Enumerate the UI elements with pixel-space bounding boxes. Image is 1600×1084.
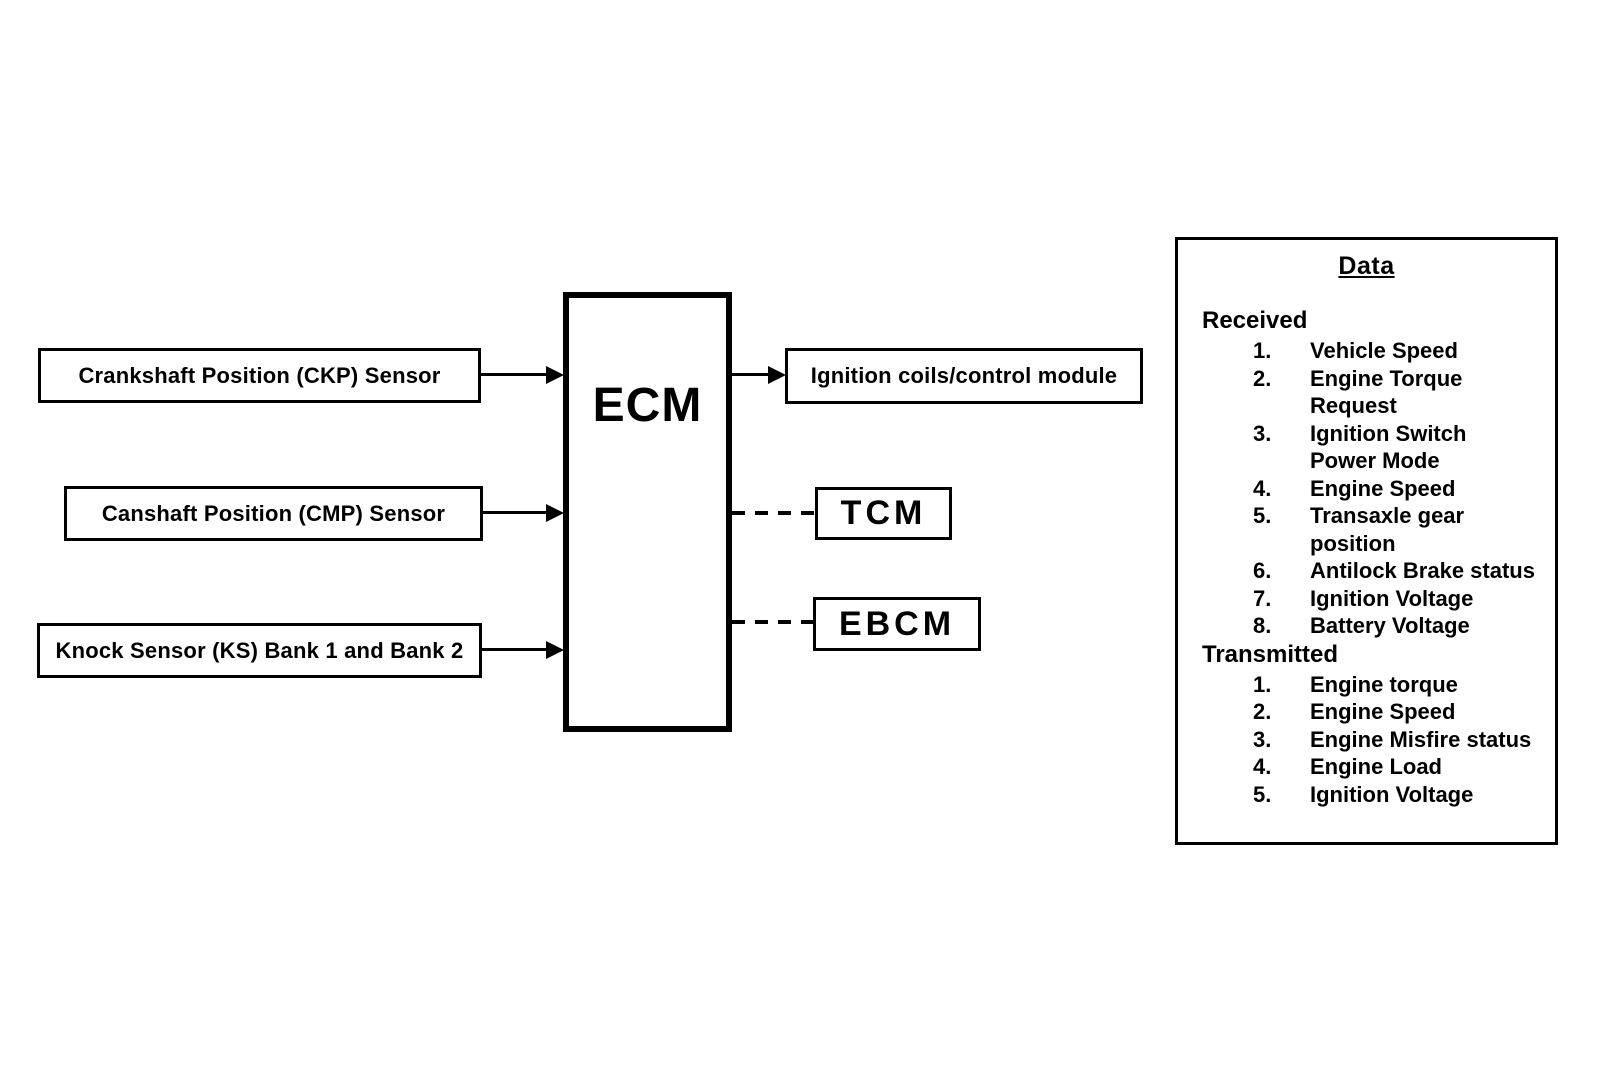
transmitted-heading: Transmitted bbox=[1202, 640, 1339, 668]
received-heading: Received bbox=[1202, 307, 1308, 334]
received-item: 7. Ignition Voltage bbox=[1253, 585, 1555, 613]
item-number: 3. bbox=[1253, 726, 1272, 752]
received-list: 1. Vehicle Speed 2. Engine Torque Reques… bbox=[1178, 337, 1555, 640]
ckp-arrowhead-icon bbox=[546, 366, 564, 384]
tcm-label: TCM bbox=[840, 494, 927, 532]
received-item: 2. Engine Torque Request bbox=[1253, 365, 1555, 420]
ecm-to-ignition-line bbox=[732, 373, 770, 376]
item-text: Transaxle gear position bbox=[1310, 503, 1465, 556]
item-text: Engine Load bbox=[1310, 754, 1442, 779]
received-item: 4. Engine Speed bbox=[1253, 475, 1555, 503]
data-box: Data Received 1. Vehicle Speed 2. Engine… bbox=[1175, 237, 1558, 845]
input-box-ckp-sensor: Crankshaft Position (CKP) Sensor bbox=[38, 348, 481, 403]
cmp-to-ecm-line bbox=[483, 511, 547, 514]
ecm-box: ECM bbox=[563, 292, 732, 732]
cmp-arrowhead-icon bbox=[546, 504, 564, 522]
ignition-coils-label: Ignition coils/control module bbox=[810, 363, 1118, 388]
item-number: 1. bbox=[1253, 671, 1272, 697]
item-text: Ignition Switch Power Mode bbox=[1310, 420, 1467, 474]
transmitted-item: 3. Engine Misfire status bbox=[1253, 726, 1555, 754]
ebcm-label: EBCM bbox=[838, 604, 956, 643]
received-item: 3. Ignition Switch Power Mode bbox=[1253, 420, 1555, 475]
item-number: 5. bbox=[1253, 503, 1272, 528]
item-number: 2. bbox=[1253, 699, 1272, 724]
item-text: Ignition Voltage bbox=[1310, 781, 1474, 807]
item-number: 2. bbox=[1253, 365, 1272, 391]
item-number: 8. bbox=[1253, 613, 1272, 638]
transmitted-item: 5. Ignition Voltage bbox=[1253, 781, 1555, 809]
item-number: 6. bbox=[1253, 558, 1272, 583]
ckp-to-ecm-line bbox=[481, 373, 547, 376]
ecm-to-ebcm-dashed-line bbox=[732, 620, 813, 624]
output-box-ignition-coils: Ignition coils/control module bbox=[785, 348, 1143, 404]
received-item: 1. Vehicle Speed bbox=[1253, 337, 1555, 365]
input-box-cmp-sensor: Canshaft Position (CMP) Sensor bbox=[64, 486, 483, 541]
ignition-arrowhead-icon bbox=[768, 366, 786, 384]
ecm-to-tcm-dashed-line bbox=[732, 511, 815, 515]
item-number: 5. bbox=[1253, 781, 1272, 807]
item-number: 3. bbox=[1253, 420, 1272, 446]
item-text: Engine Misfire status bbox=[1310, 726, 1532, 752]
received-item: 5. Transaxle gear position bbox=[1253, 502, 1555, 557]
ckp-sensor-label: Crankshaft Position (CKP) Sensor bbox=[78, 362, 441, 388]
item-text: Engine Speed bbox=[1310, 699, 1456, 724]
transmitted-item: 1. Engine torque bbox=[1253, 671, 1555, 699]
item-number: 7. bbox=[1253, 585, 1272, 611]
cmp-sensor-label: Canshaft Position (CMP) Sensor bbox=[101, 500, 446, 526]
ks-arrowhead-icon bbox=[546, 641, 564, 659]
ks-to-ecm-line bbox=[482, 648, 547, 651]
knock-sensor-label: Knock Sensor (KS) Bank 1 and Bank 2 bbox=[55, 637, 464, 663]
item-text: Antilock Brake status bbox=[1310, 558, 1535, 583]
transmitted-item: 2. Engine Speed bbox=[1253, 698, 1555, 726]
item-number: 4. bbox=[1253, 754, 1272, 779]
received-item: 8. Battery Voltage bbox=[1253, 612, 1555, 640]
received-item: 6. Antilock Brake status bbox=[1253, 557, 1555, 585]
output-box-tcm: TCM bbox=[815, 487, 952, 540]
item-number: 4. bbox=[1253, 475, 1272, 501]
output-box-ebcm: EBCM bbox=[813, 597, 981, 651]
item-text: Vehicle Speed bbox=[1310, 338, 1458, 363]
item-text: Ignition Voltage bbox=[1310, 585, 1474, 611]
input-box-knock-sensor: Knock Sensor (KS) Bank 1 and Bank 2 bbox=[37, 623, 482, 678]
ecm-label: ECM bbox=[592, 379, 703, 432]
data-box-title: Data bbox=[1338, 252, 1395, 280]
item-number: 1. bbox=[1253, 338, 1272, 363]
item-text: Engine Speed bbox=[1310, 475, 1456, 501]
transmitted-list: 1. Engine torque 2. Engine Speed 3. Engi… bbox=[1178, 671, 1555, 809]
item-text: Engine Torque Request bbox=[1310, 365, 1463, 419]
item-text: Engine torque bbox=[1310, 671, 1458, 697]
transmitted-item: 4. Engine Load bbox=[1253, 753, 1555, 781]
item-text: Battery Voltage bbox=[1310, 613, 1470, 638]
